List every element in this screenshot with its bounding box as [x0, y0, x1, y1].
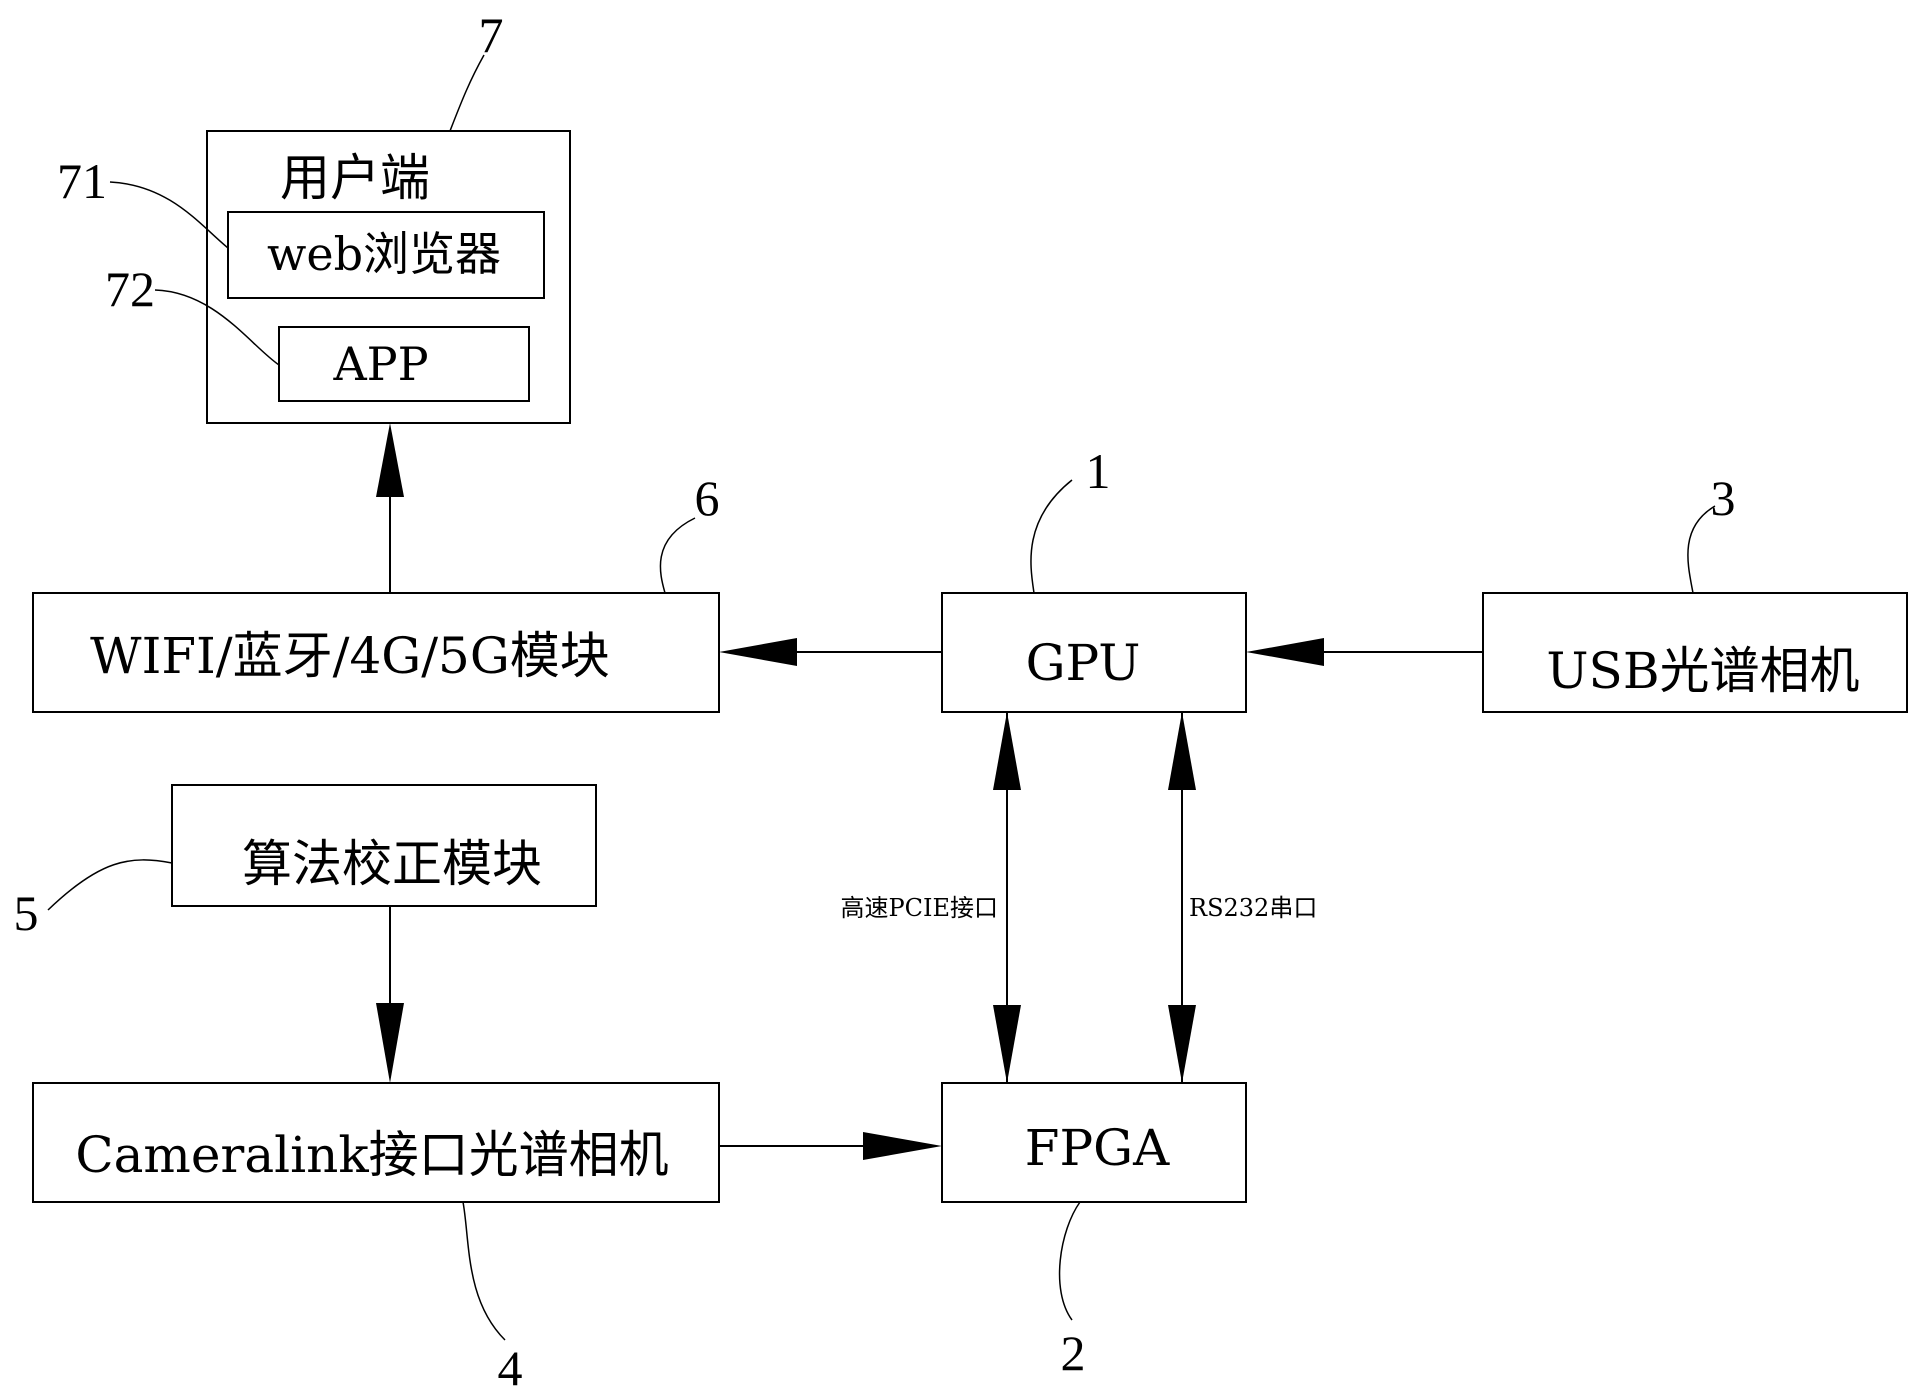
leader-71 — [109, 181, 229, 249]
ref-4: 4 — [498, 1340, 523, 1394]
rs232-arrowhead-up — [1168, 712, 1196, 790]
algorithm-to-cameralink-arrowhead — [376, 1003, 404, 1083]
usb-to-gpu-arrowhead — [1246, 638, 1324, 666]
gpu-label: GPU — [1026, 634, 1141, 692]
fpga-box — [941, 1082, 1247, 1203]
web-browser-box — [227, 211, 545, 299]
ref-1: 1 — [1086, 443, 1111, 499]
app-box — [278, 326, 530, 402]
ref-3: 3 — [1711, 470, 1736, 526]
wireless-module-label: WIFI/蓝牙/4G/5G模块 — [90, 627, 610, 685]
app-label: APP — [332, 337, 428, 391]
usb-camera-label: USB光谱相机 — [1546, 642, 1859, 700]
leader-5 — [47, 859, 173, 911]
wireless-to-user-arrowhead — [376, 423, 404, 497]
leader-6 — [659, 517, 696, 594]
web-browser-label: web浏览器 — [267, 227, 501, 281]
wireless-module-box — [32, 592, 720, 713]
ref-5: 5 — [14, 885, 39, 941]
leader-7 — [449, 54, 485, 132]
cameralink-camera-box — [32, 1082, 720, 1203]
rs232-arrowhead-down — [1168, 1005, 1196, 1083]
pcie-label: 高速PCIE接口 — [840, 894, 998, 922]
leader-1 — [1030, 479, 1073, 594]
rs232-label: RS232串口 — [1189, 894, 1317, 922]
cameralink-camera-label: Cameralink接口光谱相机 — [75, 1126, 668, 1184]
algorithm-module-label: 算法校正模块 — [242, 835, 542, 893]
leader-4 — [462, 1201, 506, 1341]
ref-6: 6 — [695, 470, 720, 526]
gpu-box — [941, 592, 1247, 713]
pcie-arrowhead-down — [993, 1005, 1021, 1083]
leader-3 — [1687, 505, 1716, 594]
ref-2: 2 — [1061, 1325, 1086, 1381]
leader-2 — [1058, 1201, 1081, 1321]
leader-72 — [154, 289, 280, 366]
cameralink-to-fpga-arrowhead — [863, 1132, 942, 1160]
usb-camera-box — [1482, 592, 1908, 713]
ref-71: 71 — [57, 153, 107, 209]
gpu-to-wireless-arrowhead — [719, 638, 797, 666]
ref-72: 72 — [105, 261, 155, 317]
pcie-arrowhead-up — [993, 712, 1021, 790]
algorithm-module-box — [171, 784, 597, 907]
user-terminal-label: 用户端 — [280, 149, 430, 207]
fpga-label: FPGA — [1025, 1119, 1170, 1177]
ref-7: 7 — [479, 7, 504, 63]
